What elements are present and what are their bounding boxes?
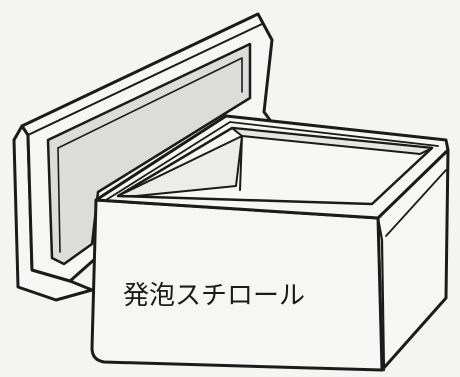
box-label: 発泡スチロール (123, 281, 305, 311)
box-right-corner-bevel (385, 169, 447, 237)
box-inner-corner (239, 135, 243, 191)
box-inner-left-wall (117, 135, 243, 197)
box-front-face (90, 198, 384, 372)
lid-inner-inset-bottom (57, 147, 61, 253)
box-lid (12, 12, 278, 302)
lid-inner-inset (57, 57, 243, 149)
box-front-corner-edge (376, 216, 386, 372)
box-rim-lip (105, 121, 439, 201)
box-body (90, 114, 450, 372)
lid-rim-edge (27, 23, 263, 136)
lid-inner-panel (46, 42, 252, 266)
box-inner-back-wall (231, 127, 433, 155)
